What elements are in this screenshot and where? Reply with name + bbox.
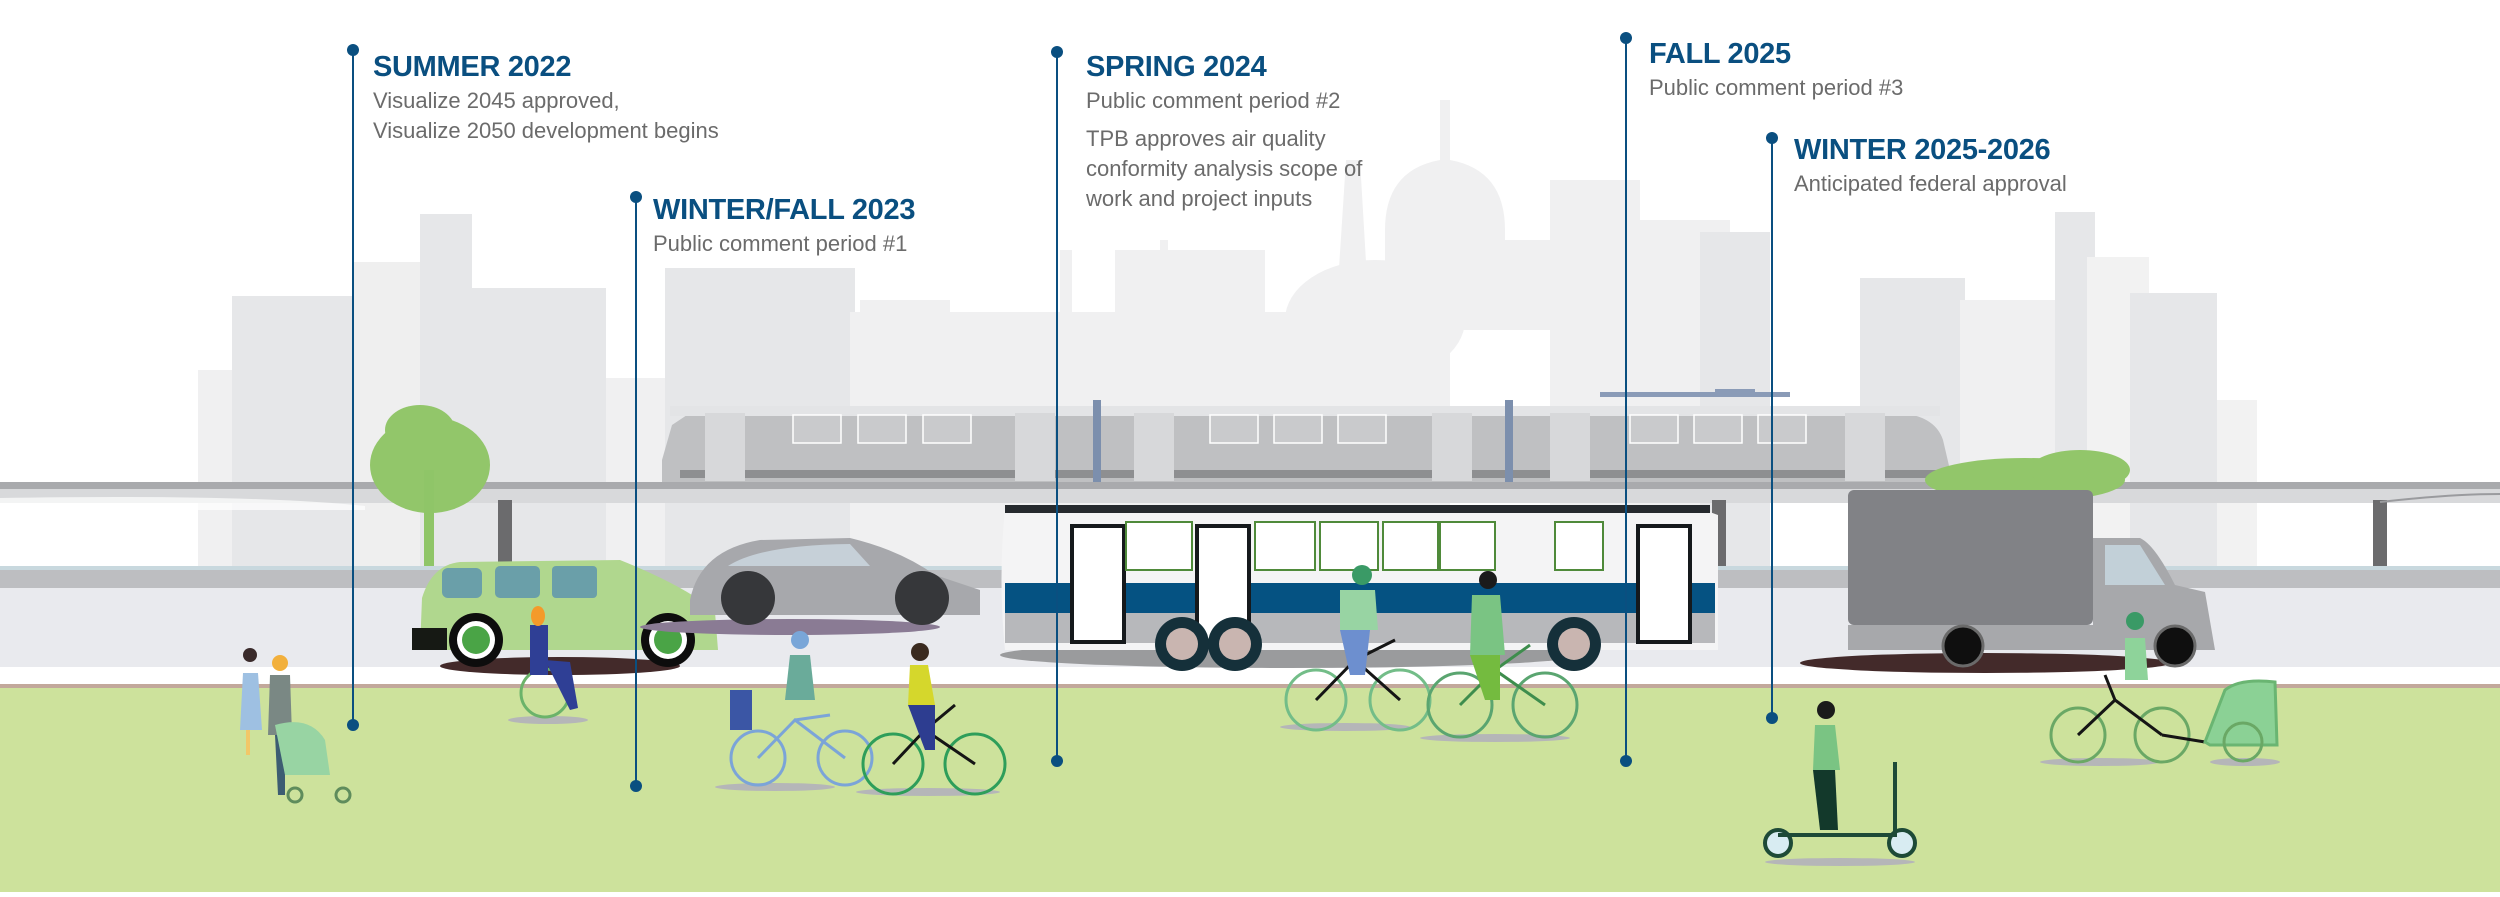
timeline-dot-icon [347,719,359,731]
bus [1000,505,1718,671]
tree-left [370,405,490,568]
milestone-title: WINTER 2025-2026 [1794,134,2051,166]
curb [0,684,2500,688]
cyclist-with-trailer [2040,612,2280,766]
milestone-title: SUMMER 2022 [373,51,572,83]
timeline-connector [1625,38,1627,762]
milestone-description-line: Visualize 2045 approved, [373,88,620,113]
timeline-dot-icon [1051,755,1063,767]
milestone-title: SPRING 2024 [1086,51,1267,83]
milestone-description-line: Visualize 2050 development begins [373,118,719,143]
milestone-description: Public comment period #1 [653,231,908,256]
timeline-dot-icon [1766,712,1778,724]
timeline-dot-icon [1620,32,1632,44]
timeline-connector [635,197,637,787]
timeline-dot-icon [1620,755,1632,767]
cyclist-with-child-seat [715,631,874,791]
milestone-description: Public comment period #3 [1649,75,1904,100]
timeline-dot-icon [347,44,359,56]
milestone-title: FALL 2025 [1649,38,1791,70]
cyclist-yellow-shirt [856,643,1007,796]
timeline-dot-icon [1766,132,1778,144]
timeline-connector [1771,137,1773,719]
ground [0,688,2500,892]
milestone-description: TPB approves air quality conformity anal… [1086,126,1363,211]
light-rail-train [662,389,1950,482]
timeline-connector [352,50,354,726]
bus-wheels [1155,617,1601,671]
timeline-dot-icon [630,191,642,203]
box-truck [1800,490,2215,673]
scooter-rider [1763,701,1917,866]
pedestrians-with-stroller [240,648,352,804]
milestone-description: Anticipated federal approval [1794,171,2067,196]
milestone-label: FALL 2025 Public comment period #3 [1649,37,1903,103]
milestone-description: Visualize 2045 approved, Visualize 2050 … [373,86,719,146]
cyclist-green-outfit [1420,571,1579,742]
milestone-label: SUMMER 2022 Visualize 2045 approved, Vis… [373,50,719,146]
milestone-label: SPRING 2024 Public comment period #2 TPB… [1086,50,1376,214]
milestone-title: WINTER/FALL 2023 [653,194,916,226]
wheelchair-user [508,606,588,724]
cyclist-with-backpack [1280,565,1432,732]
milestone-label: WINTER/FALL 2023 Public comment period #… [653,193,915,259]
milestone-label: WINTER 2025-2026 Anticipated federal app… [1794,133,2067,199]
timeline-connector [1056,52,1058,762]
milestone-description: Public comment period #2 [1086,88,1341,113]
silver-sedan [640,538,980,635]
timeline-dot-icon [1051,46,1063,58]
timeline-dot-icon [630,780,642,792]
